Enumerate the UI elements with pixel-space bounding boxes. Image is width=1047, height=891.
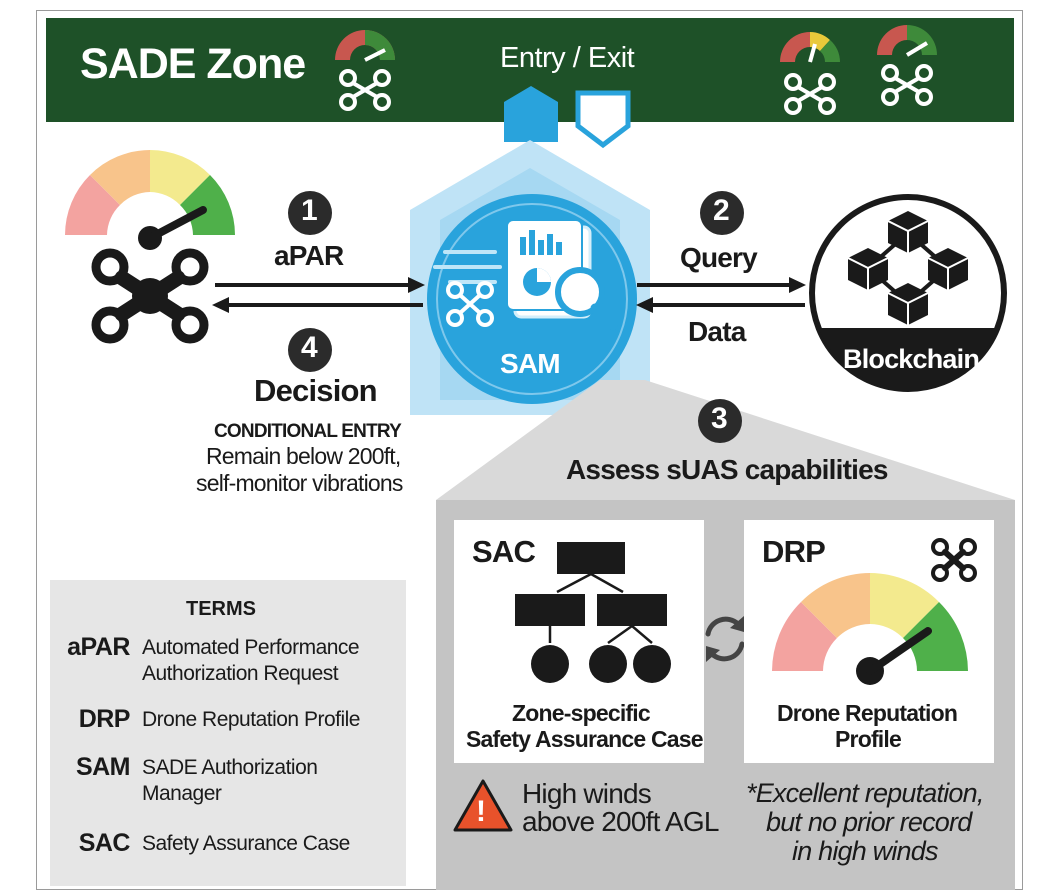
term-sac-abbr: SAC [78,829,131,857]
blockchain-label: Blockchain [843,344,980,374]
step-3-badge [698,399,742,443]
term-drp-abbr: DRP [78,705,131,733]
step-3-number: 3 [711,402,728,435]
step-1-number: 1 [301,194,318,227]
banner-title: SADE Zone [80,40,306,88]
sac-caption-line-2: Safety Assurance Case [466,726,704,752]
term-sam-abbr: SAM [75,753,131,781]
sac-card-title: SAC [472,534,536,569]
step-2-badge [700,191,744,235]
decision-line-2: self-monitor vibrations [196,470,403,496]
term-apar-definition: Automated Performance Authorization Requ… [142,636,360,685]
decision-line-1: Remain below 200ft, [206,443,401,469]
drp-drone-icon [931,538,977,582]
conditional-entry-heading: CONDITIONAL ENTRY [214,421,402,442]
drp-caption-line-2: Profile [835,726,902,752]
step-4-number: 4 [301,331,318,364]
warning-icon [453,779,513,832]
note-line-3: in high winds [792,836,939,866]
data-label: Data [688,316,746,347]
warning-symbol: ! [476,795,486,828]
step-2-label: Query [680,242,758,273]
term-sam-definition: SADE Authorization Manager [142,756,318,805]
assess-label: Assess sUAS capabilities [566,454,888,485]
sam-circle [427,194,637,404]
banner-drone-1-icon [335,30,395,111]
step-4-badge [288,328,332,372]
sac-caption-line-1: Zone-specific [512,700,651,726]
terms-heading: TERMS [186,598,256,620]
warning-line-2: above 200ft AGL [522,806,719,837]
entry-gate-icon [504,86,558,142]
warning-line-1: High winds [522,778,652,809]
term-drp-definition: Drone Reputation Profile [142,708,360,731]
note-line-1: *Excellent reputation, [746,778,984,808]
step-2-number: 2 [713,194,730,227]
banner-drone-3-icon [877,25,937,106]
blockchain-circle [809,194,1007,392]
sam-label: SAM [500,348,561,379]
sac-tree-icon [515,542,671,683]
step-1-badge [288,191,332,235]
term-sac-definition: Safety Assurance Case [142,832,350,855]
step-1-label: aPAR [274,240,344,271]
drp-gauge-icon [772,573,968,685]
decision-label: Decision [254,373,378,408]
banner-drone-2-icon [780,32,840,115]
note-line-2: but no prior record [766,807,972,837]
entry-exit-label: Entry / Exit [500,42,635,74]
term-apar-abbr: aPAR [67,633,130,661]
drp-card-title: DRP [762,534,826,569]
exit-gate-icon [575,90,631,149]
drp-caption-line-1: Drone Reputation [777,700,958,726]
cycle-arrows-icon [705,616,745,662]
terms-box [50,580,406,886]
main-drone-icon [65,150,235,344]
